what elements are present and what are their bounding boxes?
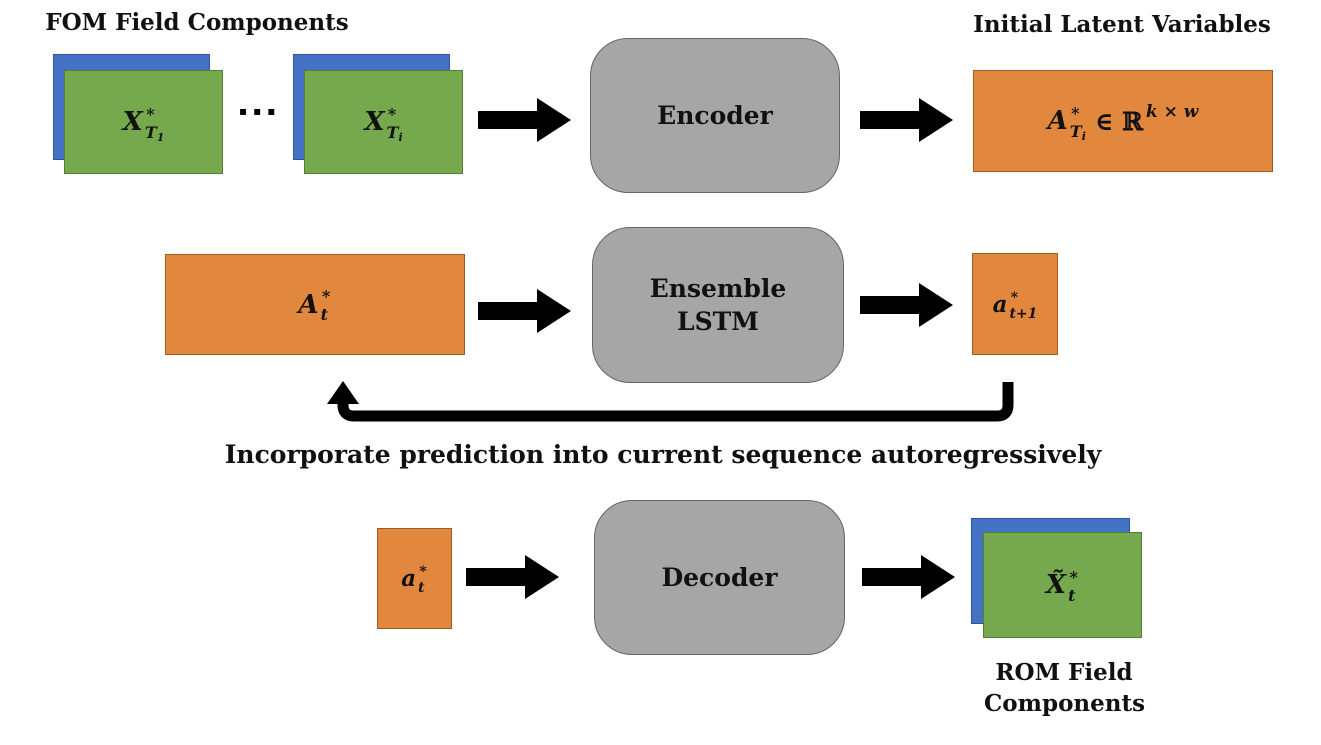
right-arrow-icon <box>478 289 571 333</box>
rom-snapshot-stack: X̃ ∗ t <box>971 518 1142 638</box>
decoder-box: Decoder <box>594 500 845 655</box>
math-label-a-t: a ∗ t <box>401 561 428 596</box>
encoder-label: Encoder <box>657 101 773 130</box>
right-arrow-icon <box>478 98 571 142</box>
right-arrow-icon <box>466 555 559 599</box>
math-label-a-t-plus-1: a ∗ t+1 <box>992 286 1038 322</box>
right-arrow-icon <box>860 283 953 327</box>
lstm-label-line2: LSTM <box>677 307 759 336</box>
rom-field-components-title: ROM Field Components <box>984 657 1146 719</box>
decoder-label: Decoder <box>661 563 778 592</box>
latent-sequence-rect: A ∗ t <box>165 254 465 355</box>
fom-field-components-title: FOM Field Components <box>45 9 349 36</box>
rom-title-line1: ROM Field <box>995 659 1133 686</box>
right-arrow-icon <box>862 555 955 599</box>
lstm-label-line1: Ensemble <box>649 274 787 303</box>
right-arrow-icon <box>860 98 953 142</box>
autoregressive-feedback-caption: Incorporate prediction into current sequ… <box>224 440 1102 469</box>
ellipsis-dots-icon: ▪▪▪ <box>239 104 282 118</box>
current-latent-rect: a ∗ t <box>377 528 452 629</box>
feedback-loop-arrow-icon <box>327 381 1014 422</box>
predicted-latent-rect: a ∗ t+1 <box>972 253 1058 355</box>
rom-title-line2: Components <box>984 690 1146 717</box>
math-label-x-tilde-t: X̃ ∗ t <box>1045 564 1080 605</box>
initial-latent-variables-title: Initial Latent Variables <box>973 11 1271 38</box>
math-label-a-t-seq: A ∗ t <box>298 284 332 324</box>
encoder-box: Encoder <box>590 38 840 193</box>
front-panel: X̃ ∗ t <box>983 532 1142 638</box>
ensemble-lstm-box: Ensemble LSTM <box>592 227 844 383</box>
